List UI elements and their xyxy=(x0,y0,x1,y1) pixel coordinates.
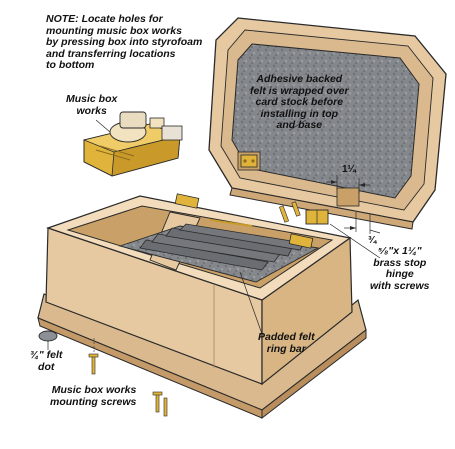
note-line: Locate holes for xyxy=(81,13,163,25)
note-callout: NOTE: Locate holes for mounting music bo… xyxy=(46,13,203,72)
felt-panel-label: Adhesive backed felt is wrapped over car… xyxy=(250,73,349,131)
ring-bars xyxy=(139,223,305,271)
note-line: and transferring locations xyxy=(46,47,176,60)
mounting-screws-label: Music box works mounting screws xyxy=(50,384,137,408)
lid-hinge-mortise xyxy=(336,187,360,207)
lid-stay-rod xyxy=(209,219,253,227)
hinge-setback-dimension: ¾ xyxy=(368,235,377,246)
lid-hinge-screw xyxy=(243,159,247,163)
note-line: to bottom xyxy=(46,59,95,71)
note-title: NOTE: xyxy=(46,13,79,25)
mounting-screws xyxy=(88,353,168,417)
note-line: by pressing box into styrofoam xyxy=(46,36,203,48)
base-hinge xyxy=(174,193,314,249)
brass-stop-hinge xyxy=(278,201,329,225)
music-box-works-label: Music box works xyxy=(66,93,118,117)
felt-dot-label: ¾" felt dot xyxy=(30,349,63,373)
hinge-label: ⁵⁄₈"x 1¼" brass stop hinge with screws xyxy=(370,245,430,292)
lid-edge-thickness xyxy=(229,187,414,230)
lid xyxy=(208,17,447,234)
music-box-works xyxy=(82,111,183,177)
note-line: mounting music box works xyxy=(46,24,182,37)
lid-felt-panel xyxy=(231,43,420,199)
lid-hinge-screw xyxy=(251,159,255,163)
felt-dot xyxy=(38,330,58,342)
hinge-width-dimension: 1¼ xyxy=(342,164,356,175)
lid-hinge-leaf xyxy=(240,154,258,168)
ring-bar-label: Padded felt ring bar xyxy=(258,331,315,355)
